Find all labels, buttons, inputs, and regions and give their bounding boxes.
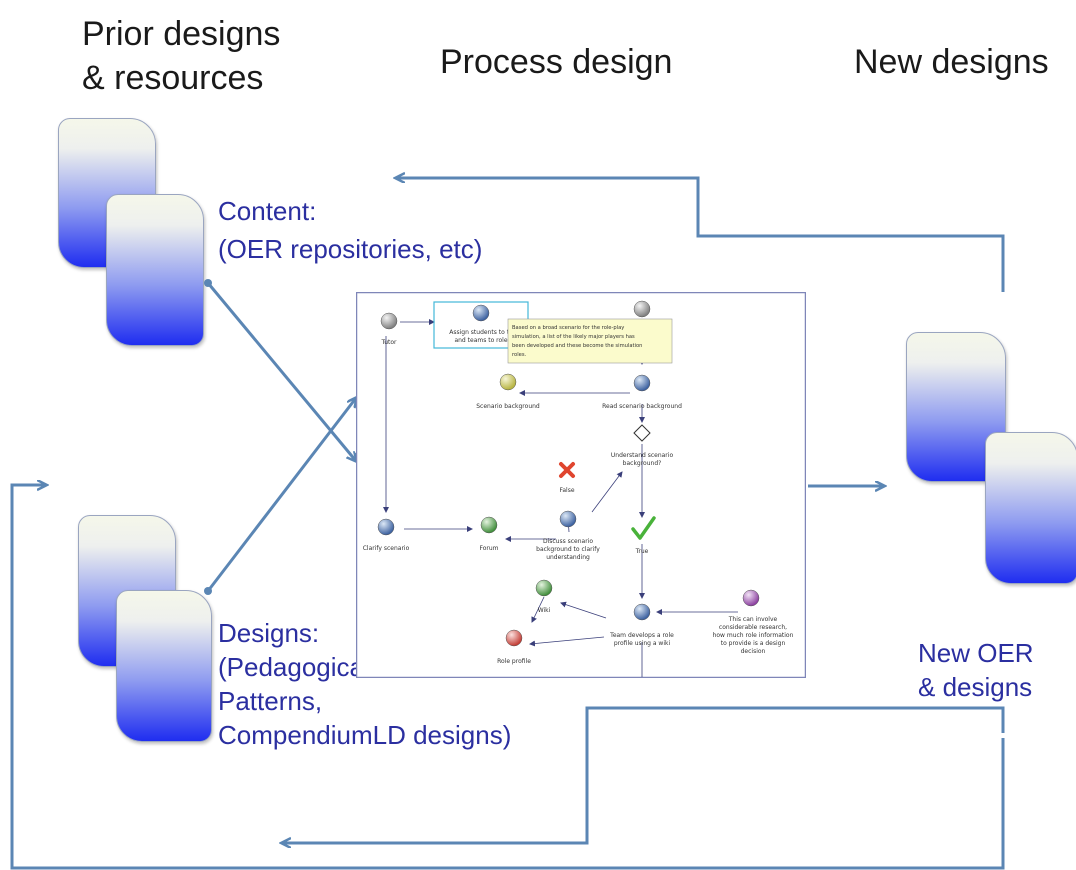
node-label: Wiki xyxy=(538,607,551,614)
designs-label-line3: Patterns, xyxy=(218,686,323,716)
node-label: how much role information xyxy=(713,632,794,639)
designs-label: Designs: (Pedagogical Patterns, Compendi… xyxy=(218,616,511,752)
node-label: False xyxy=(559,487,574,494)
node-label: and teams to role xyxy=(454,337,507,344)
node-label: decision xyxy=(741,648,766,655)
compendium-screenshot: Tutor Assign students to te and teams to… xyxy=(356,292,806,678)
content-arrow xyxy=(206,282,356,461)
node-label: This can involve xyxy=(728,616,778,623)
new-oer-label-line2: & designs xyxy=(918,672,1033,702)
designs-arrow xyxy=(206,398,356,592)
feedback-arrow-left xyxy=(10,485,1005,870)
new-designs-heading: New designs xyxy=(854,43,1049,81)
prior-heading-line2: & resources xyxy=(82,59,264,97)
document-icon xyxy=(985,432,1076,584)
prior-heading-line1: Prior designs xyxy=(82,15,281,53)
tooltip-text: roles. xyxy=(512,352,527,358)
node-label: True xyxy=(635,548,649,555)
node-label: considerable research, xyxy=(719,624,787,631)
false-cross-icon xyxy=(559,462,575,478)
node-label: background to clarify xyxy=(536,546,600,553)
node-label: understanding xyxy=(546,554,590,561)
node-label: Team develops a role xyxy=(609,632,674,639)
node-label: Assign students to te xyxy=(449,329,513,336)
node-label: Clarify scenario xyxy=(363,545,410,552)
designs-label-line4: CompendiumLD designs) xyxy=(218,720,512,750)
new-oer-label: New OER & designs xyxy=(918,636,1034,704)
node-label: Discuss scenario xyxy=(543,538,593,545)
tooltip-text: been developed and these become the simu… xyxy=(512,343,642,349)
content-label-line1: Content: xyxy=(218,196,317,226)
document-icon xyxy=(106,194,204,346)
new-oer-label-line1: New OER xyxy=(918,638,1034,668)
tooltip-text: simulation, a list of the likely major p… xyxy=(512,334,635,340)
true-check-icon xyxy=(631,516,656,540)
prior-designs-heading: Prior designs & resources xyxy=(82,12,280,100)
designs-label-line1: Designs: xyxy=(218,618,320,648)
node-label: profile using a wiki xyxy=(614,640,671,647)
node-label: to provide is a design xyxy=(721,640,786,647)
node-label: Tutor xyxy=(380,339,397,346)
tooltip-text: Based on a broad scenario for the role-p… xyxy=(512,325,624,331)
feedback-arrow-top xyxy=(396,178,1005,292)
node-label: Role profile xyxy=(497,658,531,665)
document-icon xyxy=(116,590,212,742)
node-label: Scenario background xyxy=(476,403,540,410)
node-label: Forum xyxy=(479,545,498,552)
content-label-line2: (OER repositories, etc) xyxy=(218,234,483,264)
node-label: Understand scenario xyxy=(611,452,674,459)
node-label: Read scenario background xyxy=(602,403,682,410)
content-label: Content: (OER repositories, etc) xyxy=(218,194,482,266)
node-label: background? xyxy=(623,460,662,467)
process-design-heading: Process design xyxy=(440,43,673,81)
feedback-arrow-bottom xyxy=(282,706,1005,843)
designs-label-line2: (Pedagogical xyxy=(218,652,370,682)
